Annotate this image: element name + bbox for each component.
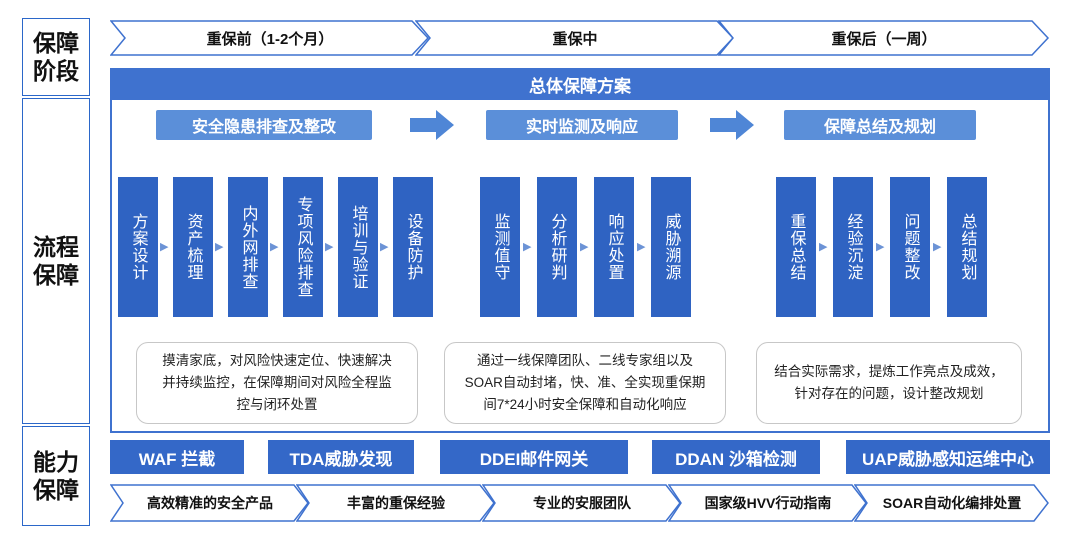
- stage-2: 实时监测及响应: [486, 110, 678, 140]
- step-device-protect: 设备防护: [393, 177, 433, 317]
- chevron-shape: [296, 484, 495, 522]
- capability-ddei: DDEI邮件网关: [440, 440, 628, 474]
- small-arrow-icon: ▶: [325, 241, 334, 253]
- main-title: 总体保障方案: [110, 68, 1050, 100]
- step-response: 响应处置: [594, 177, 634, 317]
- step-experience: 经验沉淀: [833, 177, 873, 317]
- step-summary: 重保总结: [776, 177, 816, 317]
- step-analysis: 分析研判: [537, 177, 577, 317]
- phase-before-label: 重保前（1-2个月）: [206, 30, 334, 48]
- phase-after-label: 重保后（一周）: [831, 30, 937, 48]
- step-special-risk: 专项风险排查: [283, 177, 323, 317]
- small-arrow-icon: ▶: [819, 241, 828, 253]
- phase-before: 重保前（1-2个月）: [110, 20, 430, 56]
- phase-during: 重保中: [415, 20, 735, 56]
- label-ability: 能力保障: [22, 426, 90, 526]
- step-monitor: 监测值守: [480, 177, 520, 317]
- small-arrow-icon: ▶: [270, 241, 279, 253]
- chevron-shape: [854, 484, 1049, 522]
- advantage-guide: 国家级HVV行动指南: [668, 484, 868, 522]
- step-trace: 威胁溯源: [651, 177, 691, 317]
- small-arrow-icon: ▶: [637, 241, 646, 253]
- chevron-shape: [718, 20, 1050, 56]
- chevron-shape: [110, 20, 430, 56]
- step-rectify: 问题整改: [890, 177, 930, 317]
- small-arrow-icon: ▶: [580, 241, 589, 253]
- stage-1: 安全隐患排查及整改: [156, 110, 372, 140]
- capability-uap: UAP威胁感知运维中心: [846, 440, 1050, 474]
- advantage-experience: 丰富的重保经验: [296, 484, 496, 522]
- small-arrow-icon: ▶: [160, 241, 169, 253]
- step-training: 培训与验证: [338, 177, 378, 317]
- small-arrow-icon: ▶: [933, 241, 942, 253]
- advantage-soar: SOAR自动化编排处置: [854, 484, 1050, 522]
- chevron-shape: [668, 484, 867, 522]
- small-arrow-icon: ▶: [876, 241, 885, 253]
- chevron-shape: [482, 484, 681, 522]
- step-network-check: 内外网排查: [228, 177, 268, 317]
- small-arrow-icon: ▶: [380, 241, 389, 253]
- capability-tda: TDA威胁发现: [268, 440, 414, 474]
- description-3: 结合实际需求，提炼工作亮点及成效，针对存在的问题，设计整改规划: [756, 342, 1022, 424]
- description-1: 摸清家底，对风险快速定位、快速解决并持续监控，在保障期间对风险全程监控与闭环处置: [136, 342, 418, 424]
- step-plan-design: 方案设计: [118, 177, 158, 317]
- chevron-shape: [415, 20, 735, 56]
- phase-after: 重保后（一周）: [718, 20, 1050, 56]
- advantage-team: 专业的安服团队: [482, 484, 682, 522]
- label-phase: 保障阶段: [22, 18, 90, 96]
- arrow-right-icon: [410, 110, 454, 140]
- capability-waf: WAF 拦截: [110, 440, 244, 474]
- chevron-shape: [110, 484, 309, 522]
- advantage-products: 高效精准的安全产品: [110, 484, 310, 522]
- arrow-right-icon: [710, 110, 754, 140]
- step-asset-review: 资产梳理: [173, 177, 213, 317]
- small-arrow-icon: ▶: [523, 241, 532, 253]
- capability-ddan: DDAN 沙箱检测: [652, 440, 820, 474]
- small-arrow-icon: ▶: [215, 241, 224, 253]
- label-process: 流程保障: [22, 98, 90, 424]
- step-planning: 总结规划: [947, 177, 987, 317]
- stage-3: 保障总结及规划: [784, 110, 976, 140]
- phase-during-label: 重保中: [552, 30, 598, 48]
